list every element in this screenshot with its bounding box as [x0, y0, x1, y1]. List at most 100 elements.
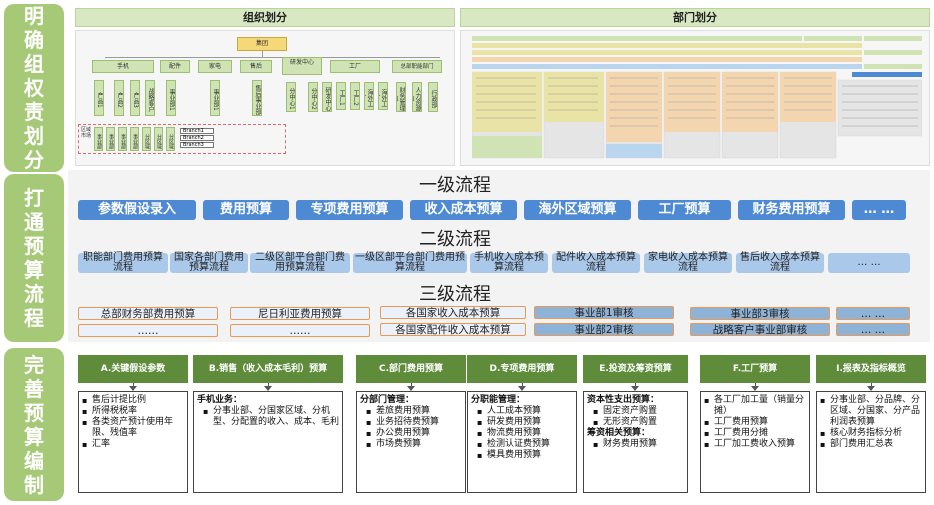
- cat-e-header: E.投资及筹资预算: [583, 355, 688, 383]
- l2-appliance-revenue: 家电收入成本预算流程: [644, 253, 732, 273]
- org-appl-sub-1: 事业部1: [210, 80, 220, 116]
- org-rd-sub-3: 研发中心: [322, 82, 332, 112]
- cat-i-body: 分事业部、分品牌、分区域、分国家、分产品利润表预算 核心财务指标分析 部门费用汇…: [816, 391, 926, 493]
- cat-a-header: A.关键假设参数: [78, 355, 188, 383]
- l3-hq-finance: 总部财务部费用预算: [78, 307, 218, 320]
- level2-title: 二级流程: [419, 229, 491, 250]
- l2-aftersale-revenue: 售后收入成本预算流程: [736, 253, 824, 273]
- l3-bu2-review: 事业部2审核: [534, 323, 674, 336]
- l1-special-expense: 专项费用预算: [296, 200, 403, 220]
- l3-r1-more: … …: [836, 307, 910, 320]
- l2-more: … …: [828, 253, 910, 273]
- cat-c-body: 分部门管理： 差旅费用预算 业务招待费预算 办公费用预算 市场费预算: [356, 391, 466, 493]
- region-market-label: 区域市场: [80, 127, 91, 139]
- section-org-header: 组织划分: [75, 8, 455, 27]
- org-l1-hq: 总部职能部门: [392, 60, 442, 73]
- org-l1-aftersale: 售后: [240, 60, 272, 73]
- branch-2: Branch2: [180, 135, 214, 141]
- cat-c-item: 办公费用预算: [360, 428, 462, 439]
- cat-d-intro: 分职能管理：: [471, 395, 526, 405]
- dept-matrix-graphic: [472, 36, 922, 159]
- org-after-sub-1: 售后事业部: [252, 80, 262, 116]
- cat-i-header: I.报表及指标概览: [816, 355, 926, 383]
- cat-b-header: B.销售（收入成本毛利）预算: [193, 355, 343, 383]
- cat-a-item: 售后计提比例: [82, 395, 184, 406]
- cat-c-item: 业务招待费预算: [360, 417, 462, 428]
- cat-a-body: 售后计提比例 所得税税率 各类资产预计使用年限、残值率 汇率: [78, 391, 188, 493]
- org-factory-sub-1: 工厂1: [336, 82, 346, 110]
- cat-f-item: 工厂加工费收入预算: [704, 439, 806, 450]
- l3-strategic-review: 战略客户事业部审核: [690, 323, 830, 336]
- org-l1-rd: 研发中心: [282, 57, 322, 75]
- cat-f-item: 工厂费用分摊: [704, 428, 806, 439]
- org-l1-appliance: 家电: [198, 60, 232, 73]
- l3-bu1-review: 事业部1审核: [534, 306, 674, 319]
- level3-title: 三级流程: [419, 284, 491, 305]
- cat-d-item: 检测认证费预算: [471, 439, 573, 450]
- cat-c-header: C.部门费用预算: [356, 355, 466, 383]
- cat-i-item: 核心财务指标分析: [820, 428, 922, 439]
- l3-r2-ellipsis-2: ……: [230, 324, 370, 337]
- cat-c-item: 差旅费用预算: [360, 406, 462, 417]
- l3-r2-ellipsis-1: ……: [78, 324, 218, 337]
- cat-e-item: 无形资产购置: [587, 417, 684, 428]
- l1-param-input: 参数假设录入: [78, 200, 196, 220]
- cat-b-intro: 手机业务：: [197, 395, 243, 405]
- l3-nigeria: 尼日利亚费用预算: [230, 307, 370, 320]
- cat-f-item: 各工厂加工量（销量分摊）: [704, 395, 806, 417]
- org-hq-sub-1: 财务管理部: [396, 82, 406, 112]
- org-factory-sub-4: 海外工厂: [378, 82, 388, 110]
- l2-functional-dept: 职能部门费用预算流程: [78, 253, 168, 273]
- l1-overseas-region: 海外区域预算: [524, 200, 631, 220]
- org-l1-parts: 配件: [160, 60, 190, 73]
- l1-expense-budget: 费用预算: [203, 200, 289, 220]
- l1-revenue-cost: 收入成本预算: [410, 200, 517, 220]
- org-rd-sub-1: 分中心1: [286, 82, 296, 112]
- section-dept-header: 部门划分: [460, 8, 930, 27]
- org-phone-sub-3: 产品3: [130, 80, 140, 116]
- cat-a-item: 汇率: [82, 439, 184, 450]
- cat-e-item: 财务费用预算: [587, 439, 684, 450]
- cat-c-intro: 分部门管理：: [360, 395, 415, 405]
- side-label-budget: 完善预算编制: [4, 348, 64, 501]
- region-col-2: 事业部2: [106, 127, 115, 151]
- org-parts-sub-1: 事业部1: [166, 80, 176, 116]
- l2-phone-revenue: 手机收入成本预算流程: [470, 253, 548, 273]
- org-phone-sub-2: 产品2: [114, 80, 124, 116]
- cat-d-body: 分职能管理： 人工成本预算 研发费用预算 物流费用预算 检测认证费预算 模具费用…: [467, 391, 577, 493]
- org-l1-phone: 手机: [92, 60, 154, 73]
- cat-d-item: 物流费用预算: [471, 428, 573, 439]
- org-rd-sub-2: 分中心2: [308, 82, 318, 112]
- l3-country-parts: 各国家配件收入成本预算: [380, 323, 526, 336]
- cat-b-item: 分事业部、分国家区域、分机型、分配置的收入、成本、毛利: [197, 406, 339, 428]
- cat-a-item: 所得税税率: [82, 406, 184, 417]
- cat-e-item: 固定资产购置: [587, 406, 684, 417]
- cat-f-header: F.工厂预算: [700, 355, 810, 383]
- region-market-box: [78, 124, 286, 154]
- cat-b-body: 手机业务： 分事业部、分国家区域、分机型、分配置的收入、成本、毛利: [193, 391, 343, 493]
- l2-secondary-region: 二级区部平台部门费用预算流程: [250, 253, 350, 273]
- org-factory-sub-2: 工厂2: [350, 82, 360, 110]
- cat-f-item: 工厂费用预算: [704, 417, 806, 428]
- cat-f-body: 各工厂加工量（销量分摊） 工厂费用预算 工厂费用分摊 工厂加工费收入预算: [700, 391, 810, 493]
- region-col-4: 事业部4: [130, 127, 139, 151]
- org-root: 集团: [237, 37, 287, 51]
- l3-country-revenue: 各国家收入成本预算: [380, 306, 526, 319]
- cat-i-item: 分事业部、分品牌、分区域、分国家、分产品利润表预算: [820, 395, 922, 428]
- org-hq-sub-2: 人力资源部: [412, 82, 422, 112]
- l1-factory-budget: 工厂预算: [638, 200, 731, 220]
- l2-country-dept: 国家各部门费用预算流程: [170, 253, 248, 273]
- cat-d-item: 研发费用预算: [471, 417, 573, 428]
- cat-a-item: 各类资产预计使用年限、残值率: [82, 417, 184, 439]
- region-col-3: 事业部3: [118, 127, 127, 151]
- branch-1: Branch1: [180, 128, 214, 134]
- l2-primary-region: 一级区部平台部门费用预算流程: [353, 252, 467, 273]
- region-col-1: 事业部1: [94, 127, 103, 151]
- org-factory-sub-3: 海外工厂: [364, 82, 374, 110]
- side-label-process: 打通预算流程: [4, 174, 64, 342]
- org-hq-sub-3: 行政部: [428, 82, 438, 112]
- level1-title: 一级流程: [419, 175, 491, 196]
- region-col-6: 分区域1: [154, 127, 163, 151]
- cat-d-item: 模具费用预算: [471, 450, 573, 461]
- cat-d-header: D.专项费用预算: [467, 355, 577, 383]
